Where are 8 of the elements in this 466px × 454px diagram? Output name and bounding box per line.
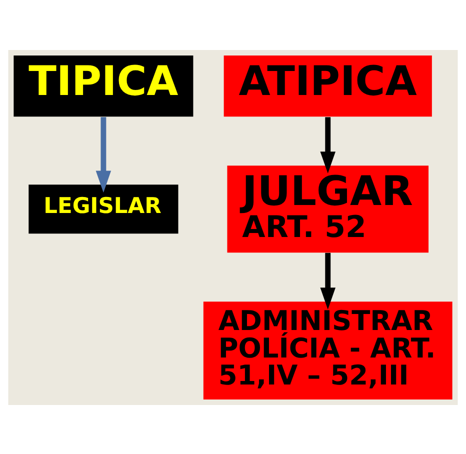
node-box: JULGAR ART. 52 — [227, 165, 429, 252]
node-box: ATIPICA — [224, 54, 432, 116]
arrow — [320, 252, 336, 310]
node-box: ADMINISTRAR POLÍCIA - ART. 51,IV – 52,III — [203, 301, 452, 400]
arrow — [96, 116, 112, 192]
node-box: TIPICA — [14, 54, 194, 116]
arrow — [320, 116, 336, 173]
node-box: LEGISLAR — [28, 184, 178, 234]
